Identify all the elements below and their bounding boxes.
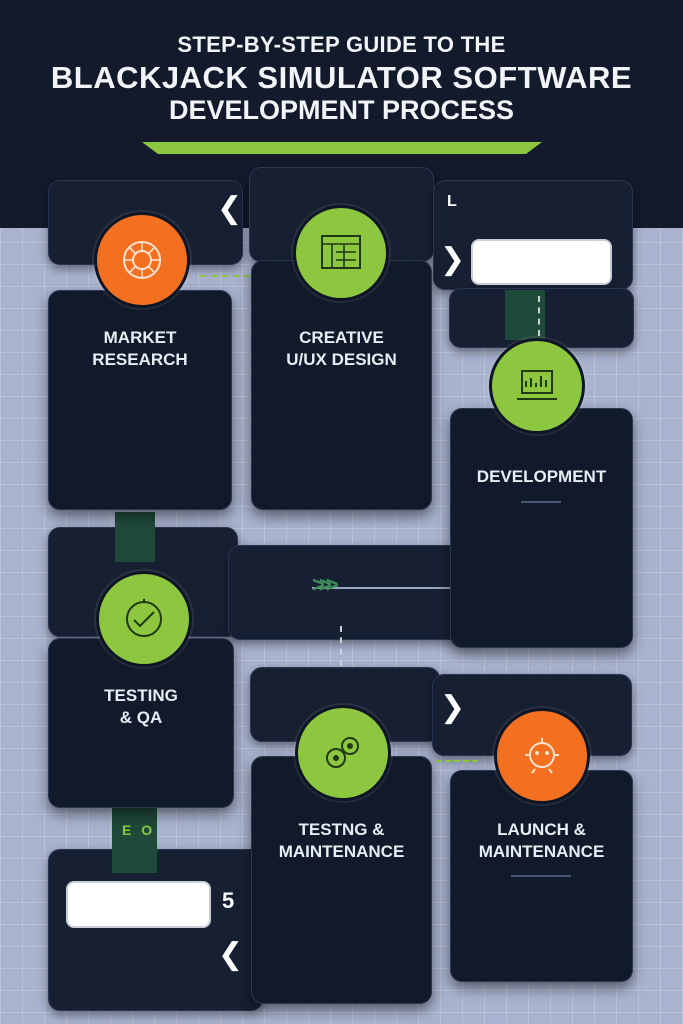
robot-icon [525,738,559,774]
step-label: CREATIVE U/UX DESIGN [286,328,397,369]
step-card-development: DEVELOPMENT [450,408,633,648]
dashed-link-vertical [340,626,342,666]
title-line-2: BLACKJACK SIMULATOR SOFTWARE [50,60,633,95]
blank-text-box[interactable] [471,239,612,285]
title-line-3: DEVELOPMENT PROCESS [168,95,515,125]
step-label: TESTING & QA [104,686,178,727]
panel-bottom-left [48,849,263,1011]
step-label: DEVELOPMENT [476,467,607,486]
title-line-1: STEP-BY-STEP GUIDE TO THE [177,32,506,57]
panel-mid-center [228,545,488,640]
step-circle-3 [489,338,585,434]
roulette-wheel-icon [123,241,161,279]
label-underline [511,875,571,877]
gears-icon [326,737,359,768]
step-circle-2 [293,205,389,301]
chevron-right-icon[interactable]: ❯ [440,690,466,725]
step-label: TESTNG & MAINTENANCE [278,820,405,861]
step-label: MARKET RESEARCH [92,328,188,369]
step-circle-4 [96,571,192,667]
label-underline [521,501,561,503]
step-circle-1 [94,212,190,308]
step-card-market-research: MARKET RESEARCH [48,290,232,510]
chevron-left-icon[interactable]: ❮ [218,937,244,972]
chevron-right-icon[interactable]: ❯ [440,242,466,277]
chevron-left-icon[interactable]: ❮ [217,191,243,226]
dashed-link-vertical-2 [538,296,540,336]
connector-left-vertical [115,512,155,562]
step-circle-6 [494,708,590,804]
flow-arrow-line [312,587,462,589]
title-accent-bar [142,142,542,154]
blank-text-box[interactable] [66,881,211,928]
connector-bottom-left [112,808,157,873]
flow-arrow-chevrons-icon: >>> [312,572,338,597]
step-card-ux-design: CREATIVE U/UX DESIGN [251,260,432,510]
wireframe-layout-icon [321,235,361,269]
dashed-link-1 [200,275,250,277]
number-badge: 5 [222,888,235,913]
laptop-code-icon [517,370,557,400]
dashed-link-2 [436,760,478,762]
bug-check-icon [126,599,162,637]
step-circle-5 [295,705,391,801]
code-tag: E O [122,822,156,838]
step-label: LAUNCH & MAINTENANCE [478,820,605,861]
bracket-mark: L [447,193,457,210]
step-card-launch-maintenance: LAUNCH & MAINTENANCE [450,770,633,982]
